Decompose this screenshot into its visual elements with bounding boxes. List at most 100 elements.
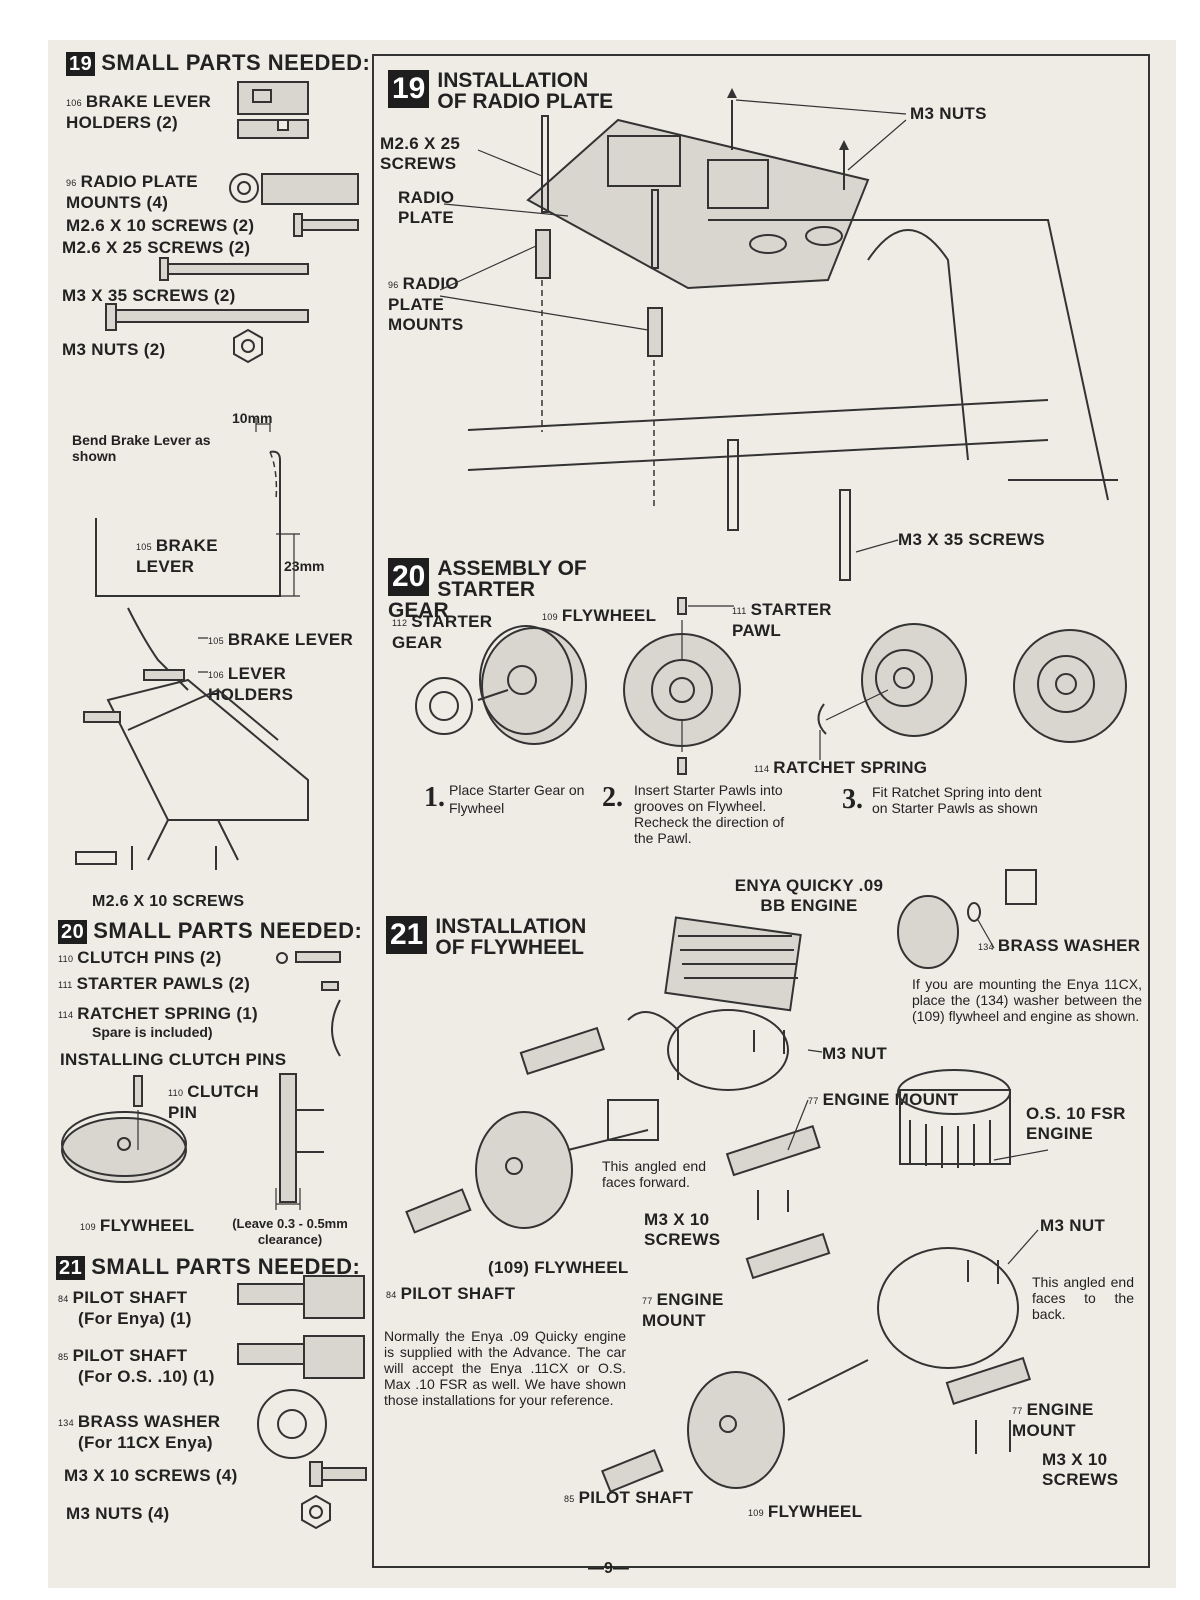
part-label: BRAKE LEVER: [136, 536, 218, 576]
drawings: [61, 81, 1127, 1530]
s21-normally-note: Normally the Enya .09 Quicky engine is s…: [384, 1328, 626, 1408]
sp21-title: SMALL PARTS NEEDED:: [91, 1254, 361, 1279]
s21-m3x10: M3 X 10 SCREWS: [644, 1210, 721, 1249]
s19-header: 19 INSTALLATION OF RADIO PLATE: [388, 70, 688, 112]
nut-icon-2: [301, 1494, 331, 1530]
brass-washer-icon: [257, 1389, 327, 1459]
part-label: STARTER PAWL: [732, 600, 832, 640]
part-label: BRAKE LEVER: [227, 630, 354, 649]
part-label: BRASS WASHER: [77, 1412, 221, 1431]
s20-step-1: 1. Place Starter Gear on Flywheel: [424, 782, 594, 818]
dim-10mm: 10mm: [232, 410, 273, 426]
part-number: 105: [208, 635, 224, 646]
sp21-badge: 21: [56, 1256, 86, 1281]
part-label: FLYWHEEL: [561, 606, 657, 625]
part-label: STARTER GEAR: [392, 612, 493, 652]
s21-header: 21 INSTALLATION OF FLYWHEEL: [386, 916, 656, 958]
part-number: 134: [58, 1417, 74, 1428]
s19-badge: 19: [388, 70, 430, 108]
part-label: CLUTCH PINS (2): [77, 948, 222, 967]
part-label: STARTER PAWLS (2): [76, 974, 251, 993]
s21-angled-back: This angled end faces to the back.: [1032, 1274, 1134, 1322]
sp20-spare-note: Spare is included): [92, 1024, 213, 1040]
part-label: BRASS WASHER: [997, 936, 1141, 955]
s20-header: 20 ASSEMBLY OF STARTER GEAR: [388, 558, 648, 621]
pilot-shaft-os-icon: [237, 1335, 365, 1379]
step-text: Insert Starter Pawls into grooves on Fly…: [634, 782, 785, 846]
s21-flywheel-109: (109) FLYWHEEL: [488, 1258, 629, 1277]
os-engine-drawing: [600, 1069, 1049, 1493]
frame-divider: [372, 54, 374, 1566]
part-number: 105: [136, 541, 152, 552]
s21-enya-note: If you are mounting the Enya 11CX, place…: [912, 976, 1142, 1024]
sp21-item-m3nuts: M3 NUTS (4): [66, 1504, 170, 1523]
starter-pawl-step2-drawing: [623, 597, 741, 775]
part-sub: (For 11CX Enya): [78, 1432, 213, 1452]
sp19-item-m26x10: M2.6 X 10 SCREWS (2): [66, 216, 255, 235]
part-number: 111: [732, 605, 747, 616]
part-number: 85: [564, 1493, 575, 1504]
s19-title: INSTALLATION OF RADIO PLATE: [437, 69, 614, 113]
part-number: 77: [808, 1095, 819, 1106]
s21-angled-forward: This angled end faces forward.: [602, 1158, 706, 1190]
screw-m3x10-icon: [309, 1461, 367, 1487]
part-sub: (For Enya) (1): [78, 1308, 192, 1328]
callout-m26x10: M2.6 X 10 SCREWS: [92, 893, 245, 910]
step-text: Fit Ratchet Spring into dent on Starter …: [872, 784, 1042, 816]
starter-gear-step1-drawing: [415, 625, 587, 745]
part-label: PILOT SHAFT: [578, 1488, 694, 1507]
part-number: 96: [66, 177, 77, 188]
part-number: 134: [978, 941, 994, 952]
part-number: 110: [168, 1087, 184, 1098]
part-number: 109: [542, 611, 558, 622]
part-sub: (For O.S. .10) (1): [78, 1366, 215, 1386]
brass-washer-drawing: [897, 869, 1037, 969]
installing-clutch-pins: INSTALLING CLUTCH PINS: [60, 1050, 287, 1069]
part-label: PILOT SHAFT: [400, 1284, 516, 1303]
sp19-item-m3nuts: M3 NUTS (2): [62, 340, 166, 359]
part-number: 77: [642, 1295, 653, 1306]
s19-m3-35: M3 X 35 SCREWS: [898, 530, 1045, 549]
part-label: RADIO PLATE MOUNTS: [388, 274, 464, 334]
part-number: 114: [58, 1009, 74, 1020]
s21-title: INSTALLATION OF FLYWHEEL: [435, 915, 587, 959]
sp21-item-m3x10: M3 X 10 SCREWS (4): [64, 1466, 238, 1485]
holder-icon: [237, 81, 309, 139]
enya-engine-drawing: [405, 916, 823, 1234]
radio-plate-drawing: [439, 88, 1118, 581]
screw-m26x25-icon: [159, 257, 309, 281]
s19-m3-nuts: M3 NUTS: [910, 104, 987, 123]
nut-icon: [233, 328, 263, 364]
screw-m3x35-icon: [105, 303, 309, 331]
sp20-title: SMALL PARTS NEEDED:: [93, 918, 363, 943]
part-label: RATCHET SPRING: [773, 758, 928, 777]
part-label: CLUTCH PIN: [168, 1082, 259, 1122]
s19-screws-25: M2.6 X 25 SCREWS: [380, 134, 461, 173]
brake-assembly-drawing: [75, 607, 309, 870]
screw-m26x10-icon: [293, 213, 359, 237]
clutch-pin-install-drawing: [61, 1073, 324, 1210]
s21-os-engine: O.S. 10 FSR ENGINE: [1026, 1104, 1126, 1143]
step-number: 1.: [424, 782, 445, 813]
mount-icon: [229, 173, 359, 205]
s21-m3-nut: M3 NUT: [822, 1044, 888, 1063]
part-number: 109: [80, 1221, 96, 1232]
s20-step-3: 3. Fit Ratchet Spring into dent on Start…: [842, 784, 1052, 816]
part-number: 96: [388, 279, 399, 290]
part-number: 106: [208, 669, 224, 680]
